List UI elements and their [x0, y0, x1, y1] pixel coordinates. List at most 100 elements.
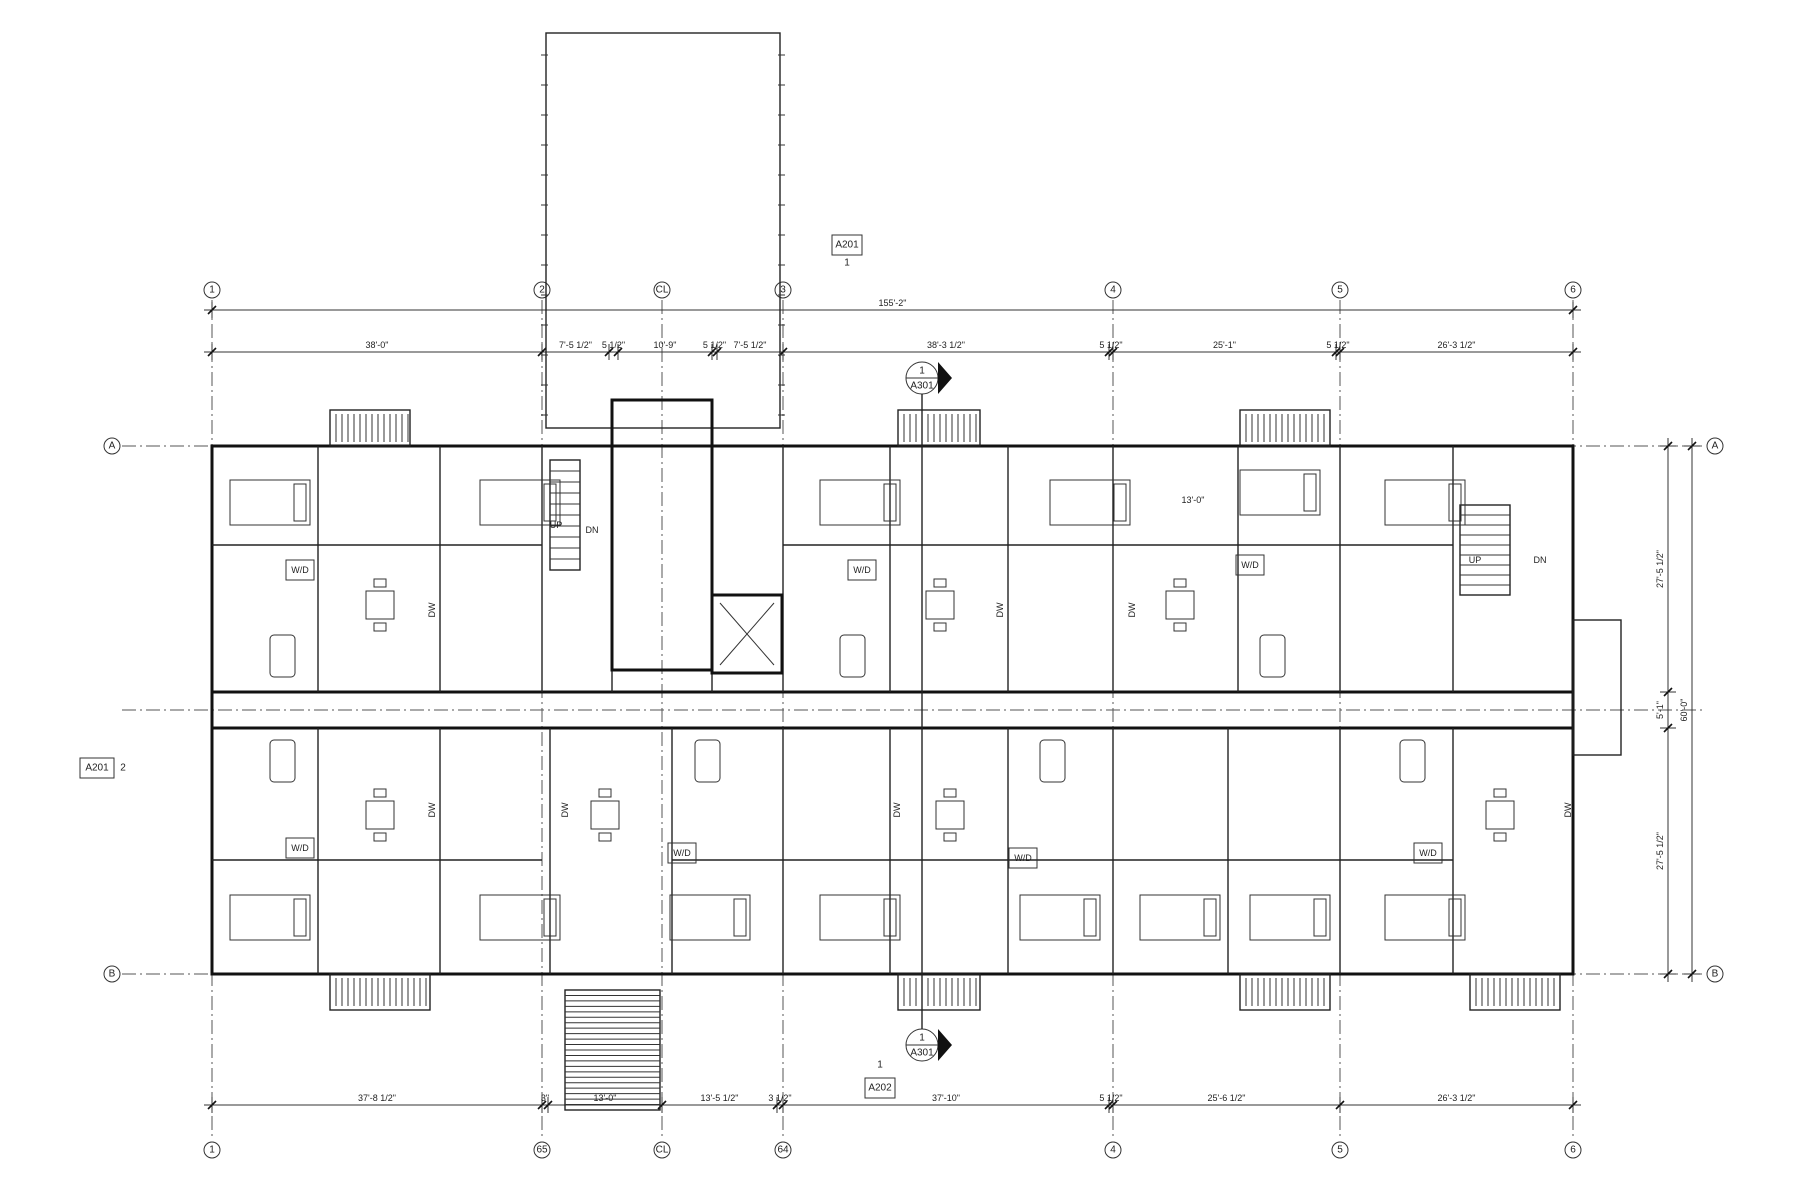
top-dimension-text: 38'-3 1/2" [927, 340, 965, 350]
column-grid-bubble-bottom [774, 1141, 792, 1159]
bed-pillow [293, 898, 307, 937]
east-entry-bumpout [1572, 619, 1622, 756]
bed [819, 479, 901, 526]
row-grid-bubble-left [103, 965, 121, 983]
column-grid-label-bottom: 6 [1570, 1145, 1576, 1156]
bottom-dimension-text: 5 1/2" [1099, 1093, 1122, 1103]
right-dimension-tick [1663, 969, 1673, 979]
dining-table [1485, 800, 1515, 830]
top-dimension-text: 5 1/2" [602, 340, 625, 350]
bottom-dimension-text: 3 1/2" [768, 1093, 791, 1103]
elevation-tag-north-sheet: A201 [835, 240, 859, 251]
bed [229, 894, 311, 941]
dishwasher-label: DW [892, 802, 902, 817]
column-grid-label-bottom: 64 [777, 1145, 789, 1156]
dining-chair [1493, 788, 1507, 798]
bed-pillow [543, 483, 557, 522]
elevation-tag-south-sheet: A202 [868, 1083, 892, 1094]
bathtub [1039, 739, 1066, 783]
elevation-tag-north-box [831, 234, 863, 256]
dining-chair [373, 832, 387, 842]
top-dimension-text: 10'-9" [654, 340, 677, 350]
section-tag-north-number: 1 [919, 366, 925, 377]
dining-chair [598, 788, 612, 798]
dishwasher-label: DW [427, 802, 437, 817]
column-grid-label-top: 4 [1110, 285, 1116, 296]
right-dimension-tick [1663, 723, 1673, 733]
column-grid-label-bottom: 65 [536, 1145, 548, 1156]
east-stair [1459, 504, 1511, 596]
column-grid-label-bottom: 4 [1110, 1145, 1116, 1156]
bed [479, 894, 561, 941]
row-grid-label-left: B [109, 969, 116, 980]
dining-chair [373, 622, 387, 632]
bathtub [269, 739, 296, 783]
column-grid-label-bottom: CL [656, 1145, 669, 1156]
bed [1384, 894, 1466, 941]
dining-table [365, 800, 395, 830]
top-dimension-tick [613, 347, 623, 357]
column-grid-bubble-top [653, 281, 671, 299]
bed-pillow [883, 898, 897, 937]
right-dimension-tick [1663, 441, 1673, 451]
bottom-dimension-tick [543, 1100, 553, 1110]
top-dimension-text: 5 1/2" [1099, 340, 1122, 350]
washer-dryer-box [1413, 842, 1443, 864]
washer-dryer-label: W/D [853, 565, 871, 575]
dining-chair [373, 788, 387, 798]
bottom-dimension-text: 37'-10" [932, 1093, 960, 1103]
west-stair-down-label: DN [586, 525, 599, 535]
bottom-dimension-text: 13'-5 1/2" [701, 1093, 739, 1103]
right-dimension-tick [1663, 687, 1673, 697]
bottom-dimension-text: 37'-8 1/2" [358, 1093, 396, 1103]
bed-pillow [293, 483, 307, 522]
bottom-dimension-tick [1335, 1100, 1345, 1110]
top-dimension-tick [707, 347, 717, 357]
dining-table [925, 590, 955, 620]
top-dimension-tick [604, 347, 614, 357]
bathtub [1259, 634, 1286, 678]
top-dimension-text: 5 1/2" [703, 340, 726, 350]
washer-dryer-label: W/D [291, 565, 309, 575]
bed-pillow [543, 898, 557, 937]
bed [1239, 469, 1321, 516]
bed [1139, 894, 1221, 941]
bed-pillow [1083, 898, 1097, 937]
washer-dryer-box [1235, 554, 1265, 576]
column-grid-bubble-bottom [1331, 1141, 1349, 1159]
overall-dimension-tick [207, 305, 217, 315]
column-grid-bubble-top [1104, 281, 1122, 299]
right-dimension-text: 27'-5 1/2" [1655, 550, 1665, 588]
top-dimension-tick [712, 347, 722, 357]
dining-chair [598, 832, 612, 842]
balcony-north [329, 409, 411, 447]
bed-pillow [1313, 898, 1327, 937]
balcony-north [1239, 409, 1331, 447]
elevator-x [719, 602, 775, 666]
right-overall-dimension-text: 60'-0" [1679, 699, 1689, 722]
east-stair-down-label: DN [1534, 555, 1547, 565]
bed-pillow [1303, 473, 1317, 512]
column-grid-bubble-bottom [203, 1141, 221, 1159]
bed [479, 479, 561, 526]
east-stair-up-label: UP [1469, 555, 1482, 565]
row-grid-label-right: A [1712, 441, 1719, 452]
column-grid-label-top: CL [656, 285, 669, 296]
bed-pillow [733, 898, 747, 937]
dining-chair [373, 578, 387, 588]
bathtub [694, 739, 721, 783]
top-dimension-text: 26'-3 1/2" [1438, 340, 1476, 350]
dishwasher-label: DW [427, 602, 437, 617]
top-dimension-text: 7'-5 1/2" [559, 340, 592, 350]
bottom-dimension-text: 3" [541, 1093, 549, 1103]
elevation-tag-west-sheet: A201 [85, 763, 109, 774]
dining-table [935, 800, 965, 830]
elevation-tag-west-number: 2 [120, 763, 126, 774]
column-grid-label-bottom: 1 [209, 1145, 215, 1156]
dining-chair [1173, 622, 1187, 632]
balcony-south [329, 973, 431, 1011]
washer-dryer-label: W/D [1241, 560, 1259, 570]
